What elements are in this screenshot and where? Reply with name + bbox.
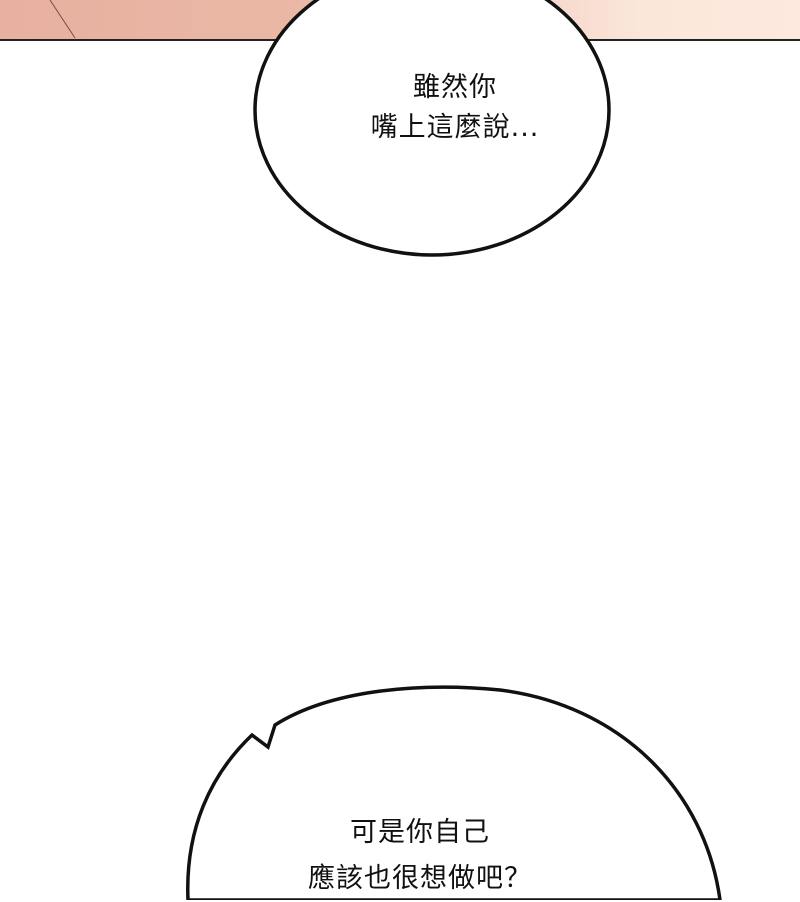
bubble-1-text: 雖然你 嘴上這麼說... (300, 68, 610, 148)
bubble-1-line-1: 雖然你 (413, 72, 497, 103)
bubble-2-line-2: 應該也很想做吧？ (308, 863, 532, 894)
speech-bubble-2 (186, 685, 722, 900)
panel-line (49, 0, 76, 39)
bubble-1-line-2: 嘴上這麼說... (370, 112, 540, 143)
bubble-2-line-1: 可是你自己 (350, 817, 490, 848)
bubble-2-text: 可是你自己 應該也很想做吧？ (230, 810, 610, 902)
speech-bubble-1 (253, 0, 611, 257)
